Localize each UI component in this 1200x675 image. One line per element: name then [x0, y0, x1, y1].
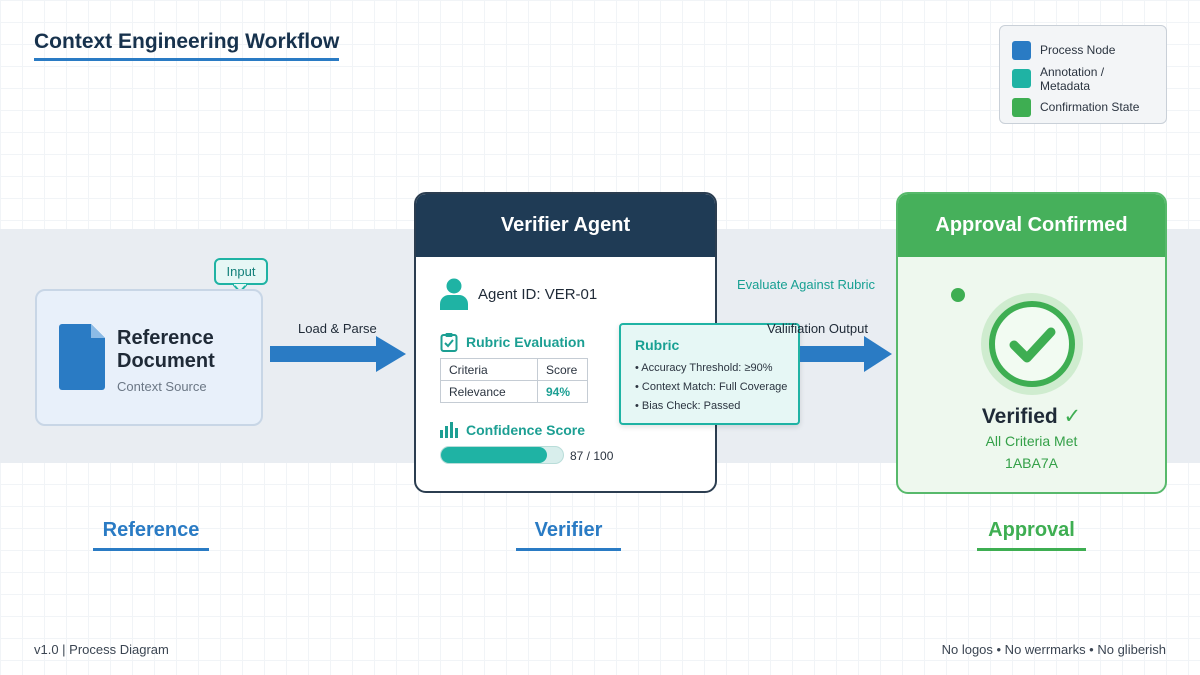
table-header-cell: Score	[537, 358, 588, 381]
confidence-value: 87 / 100	[570, 449, 614, 463]
rubric-annotation-item: • Accuracy Threshold: ≥90%	[635, 362, 773, 374]
flow-arrow-output	[800, 336, 892, 372]
confidence-progress-fill	[441, 447, 548, 463]
verifier-agent-node[interactable]: Verifier Agent Agent ID: VER-01 Rubric E…	[414, 192, 717, 493]
legend-label: Process Node	[1040, 43, 1116, 58]
stage-label-approval: Approval	[977, 519, 1086, 551]
checkmark-icon: ✓	[1063, 405, 1082, 428]
agent-id-row: Agent ID: VER-01	[440, 278, 597, 310]
reference-document-node[interactable]: Reference Document Context Source	[35, 289, 263, 426]
confidence-score-label: Confidence Score	[466, 422, 586, 438]
legend-label: Confirmation State	[1040, 100, 1140, 115]
confidence-progress-bar	[440, 446, 564, 464]
table-row: Relevance 94%	[440, 380, 588, 403]
approval-header: Approval Confirmed	[898, 194, 1165, 257]
legend-item-confirmation: Confirmation State	[1012, 93, 1154, 122]
bar-chart-icon	[440, 422, 458, 438]
table-header-cell: Criteria	[440, 358, 538, 381]
status-dot	[951, 288, 965, 302]
criteria-status: All Criteria Met	[985, 433, 1078, 449]
legend-swatch	[1012, 69, 1031, 89]
agent-id: Agent ID: VER-01	[478, 285, 598, 303]
table-cell: Relevance	[440, 380, 538, 403]
footer-version: v1.0 | Process Diagram	[34, 642, 169, 657]
legend-swatch	[1012, 97, 1031, 117]
clipboard-check-icon	[440, 333, 458, 352]
table-header-row: Criteria Score	[440, 358, 588, 381]
verifier-header: Verifier Agent	[416, 194, 715, 257]
table-cell: 94%	[537, 380, 588, 403]
page-title: Context Engineering Workflow	[34, 30, 340, 61]
legend: Process Node Annotation / Metadata Confi…	[999, 25, 1167, 124]
user-icon	[440, 278, 468, 310]
legend-item-annotation: Annotation / Metadata	[1012, 65, 1154, 94]
stage-label-verifier: Verifier	[516, 519, 621, 551]
flow-arrow-load	[270, 336, 406, 372]
edge-label-validation-output: Valiifiation Output	[767, 321, 868, 336]
footer-note: No logos • No werrmarks • No gliberish	[941, 642, 1166, 657]
rubric-annotation: Rubric • Accuracy Threshold: ≥90% • Cont…	[619, 323, 800, 425]
edge-label-load-parse: Load & Parse	[298, 321, 377, 336]
approval-code: 1ABA7A	[1005, 455, 1058, 471]
verified-label: Verified	[981, 405, 1058, 428]
edge-label-evaluate: Evaluate Against Rubric	[737, 277, 876, 292]
rubric-table: Criteria Score Relevance 94%	[440, 358, 588, 403]
rubric-evaluation-label: Rubric Evaluation	[466, 334, 586, 350]
legend-label: Annotation / Metadata	[1040, 64, 1105, 93]
confidence-score-heading: Confidence Score	[440, 422, 585, 438]
rubric-annotation-title: Rubric	[635, 337, 680, 353]
bubble-tail	[233, 284, 247, 293]
verified-status: Verified ✓	[898, 404, 1165, 429]
reference-subtitle: Context Source	[117, 379, 207, 394]
reference-title: Reference Document	[117, 327, 215, 372]
legend-swatch	[1012, 40, 1031, 60]
rubric-annotation-item: • Context Match: Full Coverage	[635, 381, 788, 393]
legend-item-process-node: Process Node	[1012, 36, 1154, 65]
stage-label-reference: Reference	[93, 519, 209, 551]
approval-confirmed-node[interactable]: Approval Confirmed Verified ✓ All Criter…	[896, 192, 1167, 494]
check-circle-icon	[981, 293, 1083, 395]
input-annotation-bubble: Input	[214, 258, 268, 285]
rubric-evaluation-heading: Rubric Evaluation	[440, 332, 585, 352]
document-icon	[59, 324, 105, 390]
rubric-annotation-item: • Bias Check: Passed	[635, 400, 741, 412]
